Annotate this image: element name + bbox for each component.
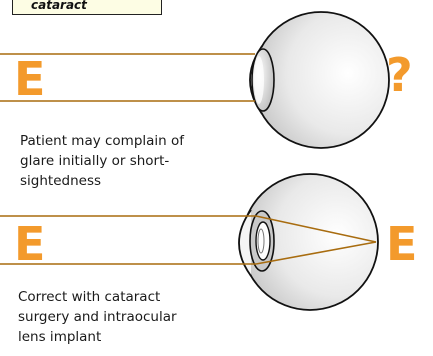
bottom-perceived-letter: E bbox=[386, 221, 417, 267]
bottom-eye-diagram bbox=[239, 174, 378, 310]
top-eye-diagram bbox=[250, 12, 389, 148]
bottom-cornea bbox=[239, 210, 251, 276]
top-caption: Patient may complain of glare initially … bbox=[20, 131, 260, 191]
bottom-object-letter: E bbox=[14, 221, 45, 267]
top-perceived-question-mark: ? bbox=[386, 52, 413, 98]
top-object-letter: E bbox=[14, 56, 45, 102]
bottom-caption: Correct with cataract surgery and intrao… bbox=[18, 287, 258, 347]
